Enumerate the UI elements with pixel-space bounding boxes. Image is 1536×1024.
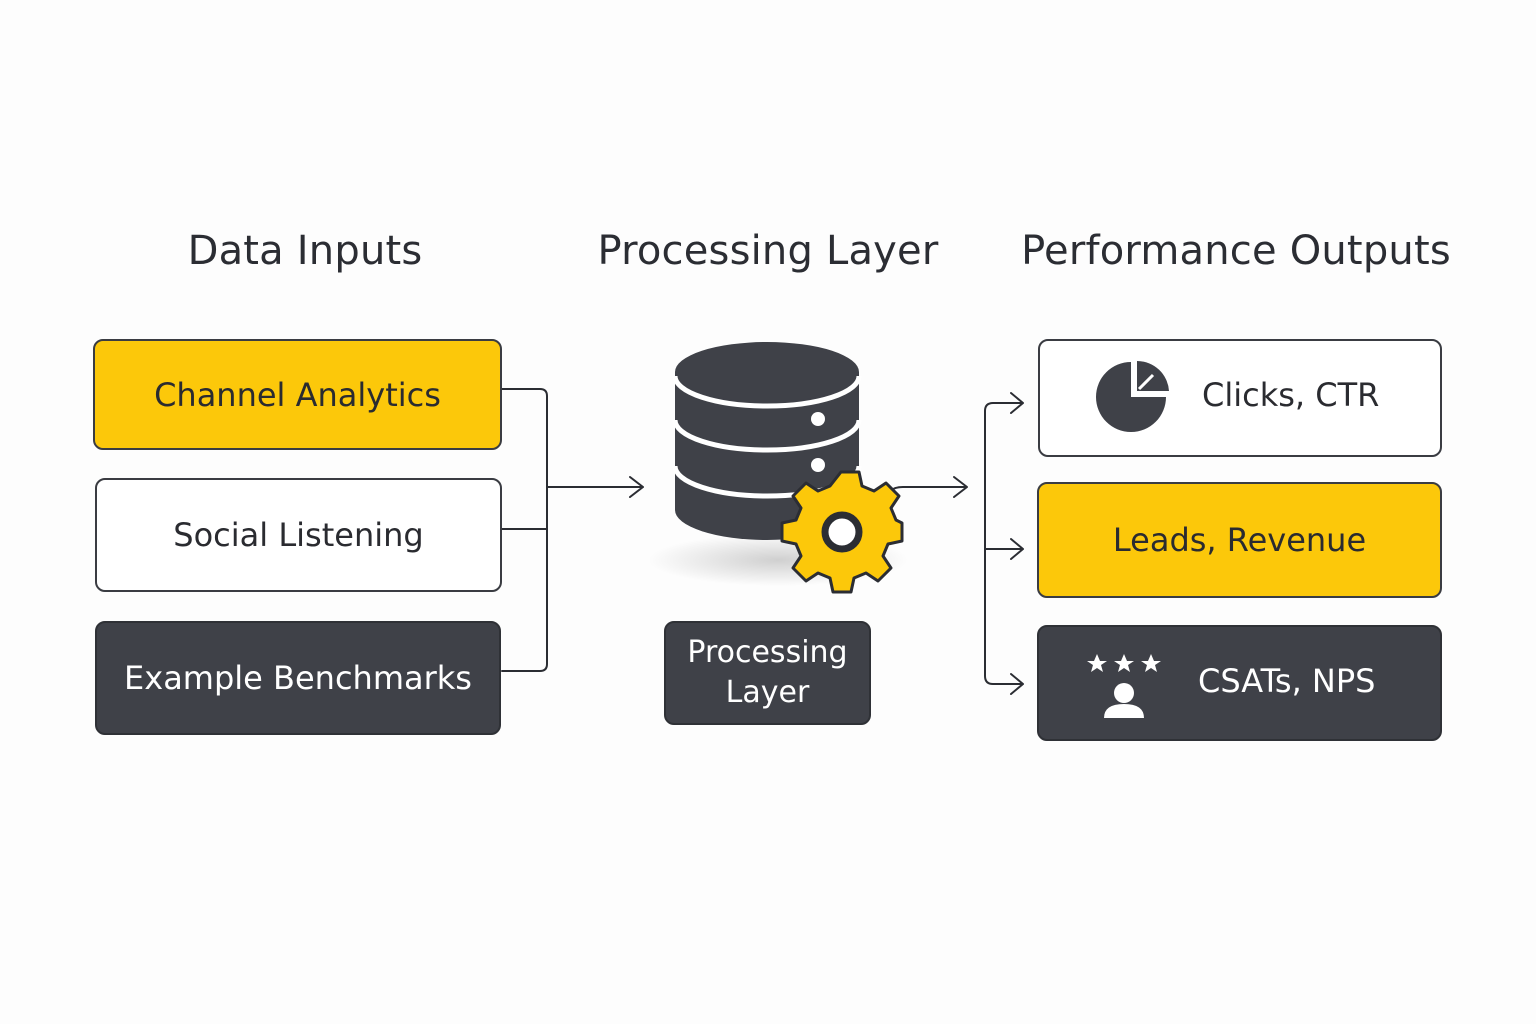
example-benchmarks-box: Example Benchmarks xyxy=(95,621,501,735)
processing-box-line1: Processing xyxy=(687,635,848,670)
channel-analytics-label: Channel Analytics xyxy=(154,375,441,414)
inputs-heading: Data Inputs xyxy=(187,228,423,274)
leads-revenue-label: Leads, Revenue xyxy=(1112,521,1367,559)
gear-icon xyxy=(780,470,904,594)
social-listening-label: Social Listening xyxy=(173,516,424,554)
example-benchmarks-label: Example Benchmarks xyxy=(124,659,472,697)
leads-revenue-box: Leads, Revenue xyxy=(1037,482,1442,598)
clicks-ctr-label: Clicks, CTR xyxy=(1202,376,1380,414)
channel-analytics-box: Channel Analytics xyxy=(93,339,502,450)
csats-nps-box xyxy=(1037,625,1442,741)
pie-chart-icon xyxy=(1096,360,1169,432)
processing-box-line2: Layer xyxy=(725,675,810,710)
social-listening-box: Social Listening xyxy=(95,478,502,592)
processing-heading: Processing Layer xyxy=(597,228,939,274)
input-connectors xyxy=(501,388,644,672)
outputs-heading: Performance Outputs xyxy=(1021,228,1451,274)
processing-layer-box: Processing Layer xyxy=(664,621,871,725)
user-rating-icon xyxy=(1087,654,1161,718)
csats-nps-label: CSATs, NPS xyxy=(1198,662,1376,700)
